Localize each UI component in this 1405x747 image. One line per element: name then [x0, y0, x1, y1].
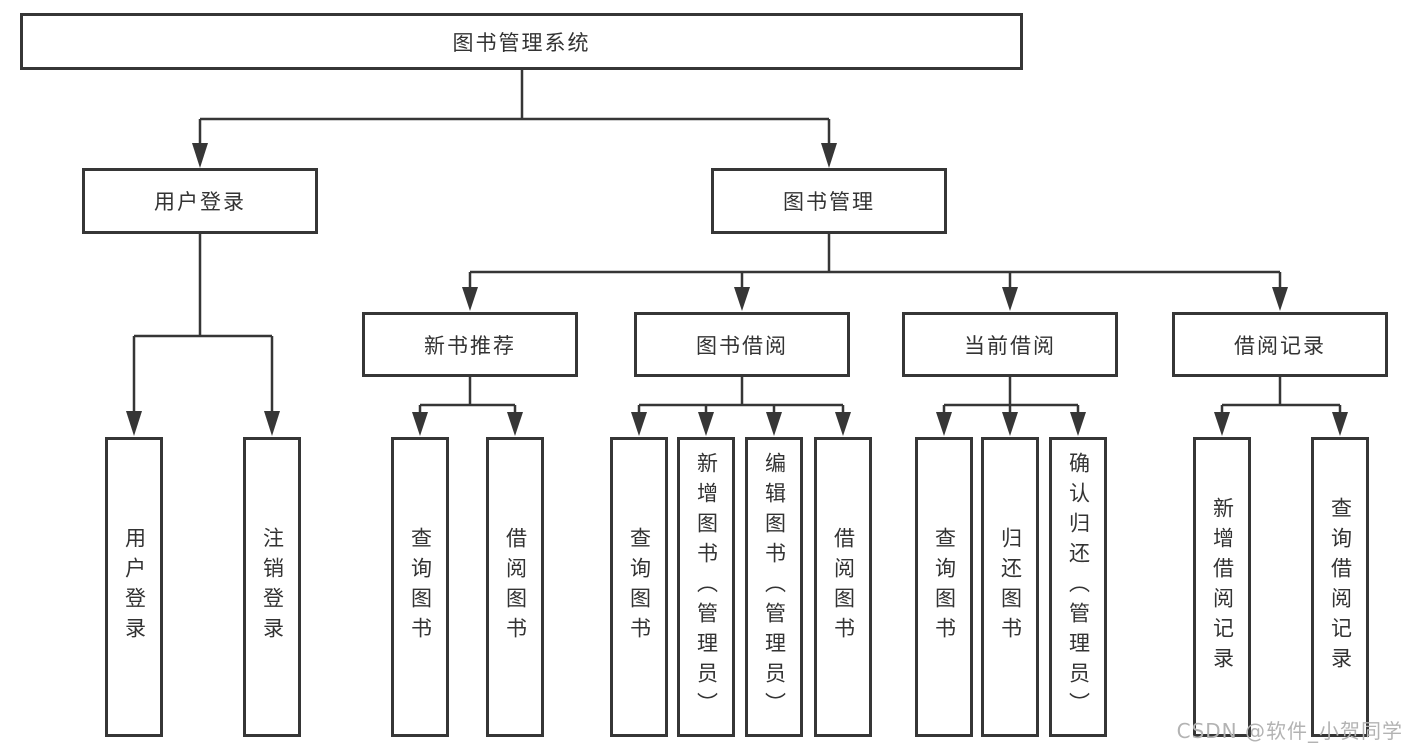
arrowhead-icon	[126, 411, 142, 436]
arrowhead-icon	[936, 412, 952, 436]
arrowhead-icon	[1002, 287, 1018, 311]
leaf-label: 查询图书	[408, 527, 433, 647]
connector-borrow-record-children	[1214, 377, 1348, 436]
leaf-label: 借阅图书	[831, 527, 856, 647]
leaf-label: 用户登录	[122, 527, 147, 647]
node-label: 图书借阅	[696, 333, 788, 358]
node-user-login: 用户登录	[82, 168, 318, 234]
leaf-label: 注销登录	[260, 527, 285, 647]
node-label: 用户登录	[154, 190, 246, 214]
arrowhead-icon	[766, 412, 782, 436]
node-label: 新书推荐	[424, 333, 516, 358]
csdn-watermark: CSDN @软件_小贺同学	[1176, 719, 1403, 743]
connector-user-login-children	[126, 234, 280, 436]
arrowhead-icon	[462, 287, 478, 311]
node-label: 图书管理	[783, 190, 875, 214]
leaf-label: 新增图书（管理员）	[694, 452, 719, 722]
node-library-management-system: 图书管理系统	[20, 13, 1023, 70]
node-book-management: 图书管理	[711, 168, 947, 234]
arrowhead-icon	[192, 143, 208, 168]
leaf-label: 查询借阅记录	[1328, 497, 1353, 677]
arrowhead-icon	[1272, 287, 1288, 311]
arrowhead-icon	[507, 412, 523, 436]
arrowhead-icon	[734, 287, 750, 311]
arrowhead-icon	[412, 412, 428, 436]
connector-root-to-level2	[192, 69, 837, 168]
leaf-add-books-admin: 新增图书（管理员）	[677, 437, 735, 737]
node-label: 图书管理系统	[452, 30, 591, 55]
arrowhead-icon	[631, 412, 647, 436]
leaf-borrow-books: 借阅图书	[814, 437, 872, 737]
node-new-book-recommend: 新书推荐	[362, 312, 578, 377]
leaf-return-books: 归还图书	[981, 437, 1039, 737]
node-label: 借阅记录	[1234, 333, 1326, 358]
arrowhead-icon	[1214, 412, 1230, 436]
leaf-logout: 注销登录	[243, 437, 301, 737]
leaf-edit-books-admin: 编辑图书（管理员）	[745, 437, 803, 737]
leaf-label: 查询图书	[932, 527, 957, 647]
connector-new-book-rec-children	[412, 377, 523, 436]
leaf-query-books-borrow: 查询图书	[610, 437, 668, 737]
node-current-borrow: 当前借阅	[902, 312, 1118, 377]
leaf-confirm-return-admin: 确认归还（管理员）	[1049, 437, 1107, 737]
connector-book-borrow-children	[631, 377, 851, 436]
leaf-add-borrow-record: 新增借阅记录	[1193, 437, 1251, 737]
leaf-label: 归还图书	[998, 527, 1023, 647]
leaf-borrow-books-recommend: 借阅图书	[486, 437, 544, 737]
arrowhead-icon	[698, 412, 714, 436]
arrowhead-icon	[264, 411, 280, 436]
leaf-label: 编辑图书（管理员）	[762, 452, 787, 722]
arrowhead-icon	[1332, 412, 1348, 436]
node-borrow-record: 借阅记录	[1172, 312, 1388, 377]
leaf-label: 借阅图书	[503, 527, 528, 647]
connector-current-borrow-children	[936, 377, 1086, 436]
leaf-user-login: 用户登录	[105, 437, 163, 737]
arrowhead-icon	[1002, 412, 1018, 436]
leaf-query-books-recommend: 查询图书	[391, 437, 449, 737]
leaf-label: 新增借阅记录	[1210, 497, 1235, 677]
arrowhead-icon	[821, 143, 837, 168]
leaf-label: 确认归还（管理员）	[1066, 452, 1091, 722]
leaf-query-borrow-record: 查询借阅记录	[1311, 437, 1369, 737]
leaf-query-books-current: 查询图书	[915, 437, 973, 737]
arrowhead-icon	[835, 412, 851, 436]
node-label: 当前借阅	[964, 333, 1056, 358]
leaf-label: 查询图书	[627, 527, 652, 647]
node-book-borrow: 图书借阅	[634, 312, 850, 377]
arrowhead-icon	[1070, 412, 1086, 436]
connector-book-mgmt-children	[462, 234, 1288, 311]
